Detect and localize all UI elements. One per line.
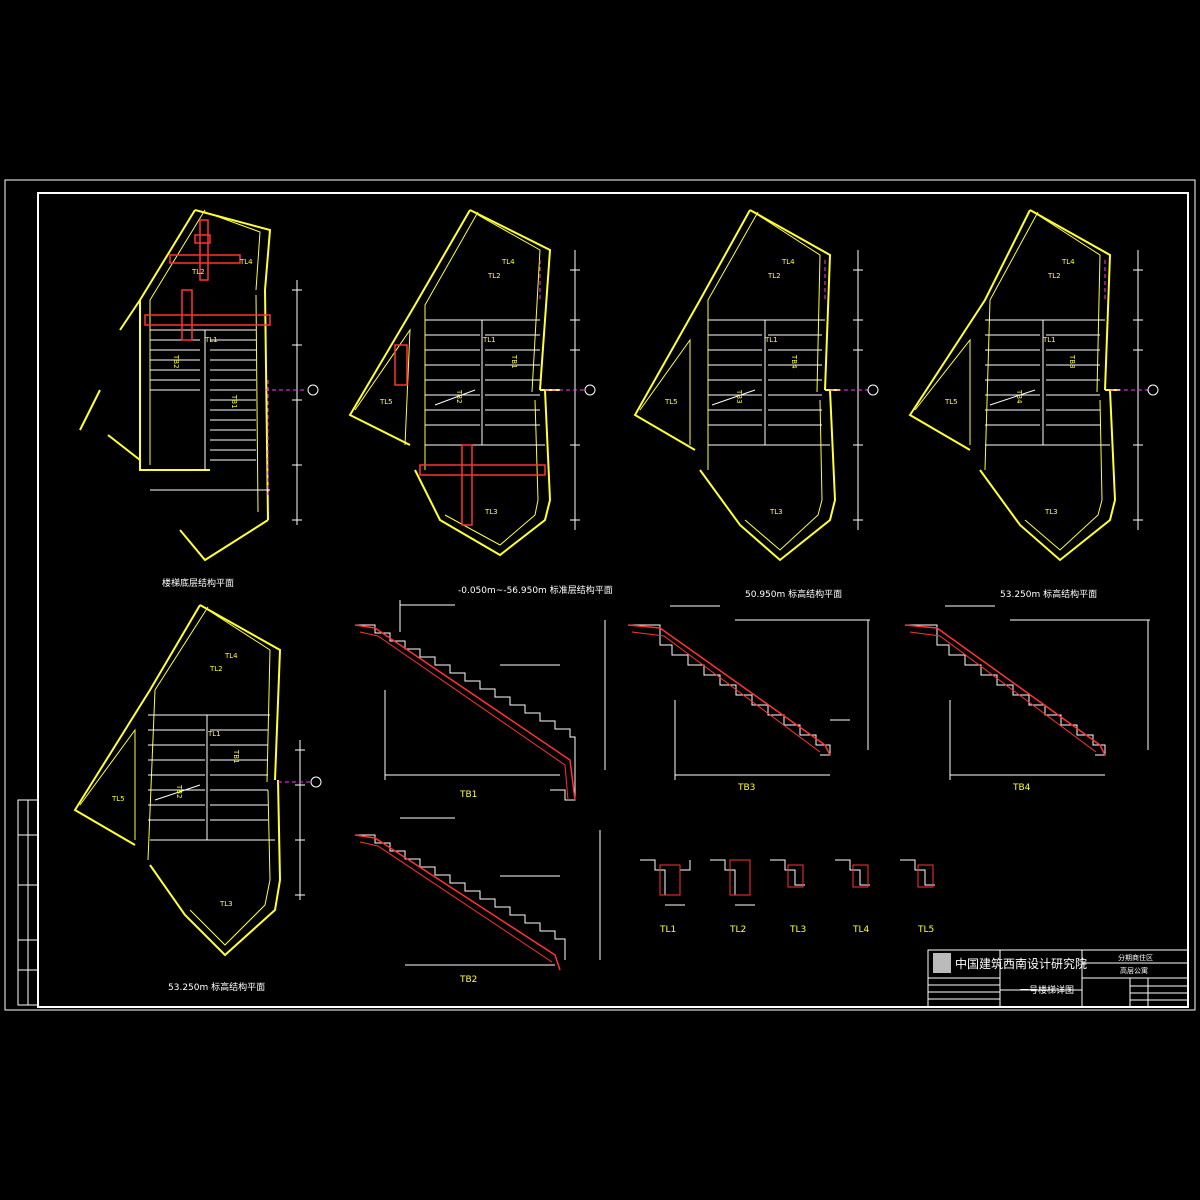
plan-2-label-TB2: TB2	[455, 390, 463, 404]
section-TB2-label: TB2	[460, 975, 478, 985]
beam-sections	[640, 859, 935, 906]
plan-5-label-TL2: TL2	[210, 665, 223, 673]
plan-4-title: 53.250m 标高结构平面	[1000, 590, 1098, 600]
plan-1-label-TB1: TB1	[230, 395, 238, 409]
plan-3-label-TL4: TL4	[782, 258, 795, 266]
plan-2-label-TL1: TL1	[483, 336, 496, 344]
plan-5-label-TB1: TB1	[232, 750, 240, 764]
plan-2-title: -0.050m~-56.950m 标准层结构平面	[458, 586, 613, 596]
plan-5-label-TL5: TL5	[112, 795, 125, 803]
plan-3-title: 50.950m 标高结构平面	[745, 590, 843, 600]
plan-4-drawing	[908, 209, 1159, 562]
plan-2-label-TL2: TL2	[488, 272, 501, 280]
title-block-frame	[927, 949, 1189, 1008]
beam-TL3-label: TL3	[790, 925, 807, 935]
title-block-institute: 中国建筑西南设计研究院	[955, 957, 1088, 971]
section-TB4-label: TB4	[1013, 783, 1031, 793]
title-block-drawing-title: 一号楼梯详图	[1020, 986, 1075, 996]
title-block-project: 分期商住区	[1118, 954, 1153, 962]
title-block-sub-project: 高层公寓	[1120, 967, 1148, 975]
plan-4-label-TB4: TB4	[1015, 390, 1023, 404]
plan-4-label-TL1: TL1	[1043, 336, 1056, 344]
plan-3-label-TL2: TL2	[768, 272, 781, 280]
plan-5-label-TL1: TL1	[208, 730, 221, 738]
plan-5-title: 53.250m 标高结构平面	[168, 983, 266, 993]
plan-3-label-TL5: TL5	[665, 398, 678, 406]
plan-3-drawing	[633, 209, 879, 562]
plan-1-drawing	[79, 209, 319, 562]
beam-TL2-label: TL2	[730, 925, 747, 935]
beam-TL5-label: TL5	[918, 925, 935, 935]
plan-3-label-TB4: TB4	[790, 355, 798, 369]
section-TB2-drawing	[354, 817, 601, 971]
plan-4-label-TL5: TL5	[945, 398, 958, 406]
plan-4-label-TL4: TL4	[1062, 258, 1075, 266]
plan-5-label-TB2: TB2	[175, 785, 183, 799]
beam-TL4-label: TL4	[853, 925, 870, 935]
plan-2-drawing	[348, 209, 596, 557]
beam-TL1-label: TL1	[660, 925, 677, 935]
plan-5-label-TL4: TL4	[225, 652, 238, 660]
outer-frame	[4, 179, 1196, 1011]
plan-4-label-TB3: TB3	[1068, 355, 1076, 369]
section-TB1-drawing	[354, 600, 606, 801]
plan-3-label-TL3: TL3	[770, 508, 783, 516]
plan-4-label-TL2: TL2	[1048, 272, 1061, 280]
plan-2-label-TB1: TB1	[510, 355, 518, 369]
section-TB4-drawing	[904, 605, 1150, 780]
plan-5-label-TL3: TL3	[220, 900, 233, 908]
section-TB3-label: TB3	[738, 783, 756, 793]
plan-3-label-TL1: TL1	[765, 336, 778, 344]
plan-4-label-TL3: TL3	[1045, 508, 1058, 516]
plan-2-label-TL3: TL3	[485, 508, 498, 516]
plan-2-label-TL5: TL5	[380, 398, 393, 406]
plan-1-label-TB2: TB2	[172, 355, 180, 369]
plan-1-label-TL1: TL1	[205, 336, 218, 344]
plan-3-label-TB3: TB3	[735, 390, 743, 404]
plan-5-drawing	[73, 604, 322, 957]
plan-1-title: 楼梯底层结构平面	[162, 579, 235, 589]
left-stamp-column	[17, 799, 39, 1006]
plan-1-label-TL2: TL2	[192, 268, 205, 276]
inner-frame	[37, 192, 1189, 1008]
section-TB3-drawing	[627, 605, 870, 780]
section-TB1-label: TB1	[460, 790, 478, 800]
plan-1-label-TL4: TL4	[240, 258, 253, 266]
plan-2-label-TL4: TL4	[502, 258, 515, 266]
